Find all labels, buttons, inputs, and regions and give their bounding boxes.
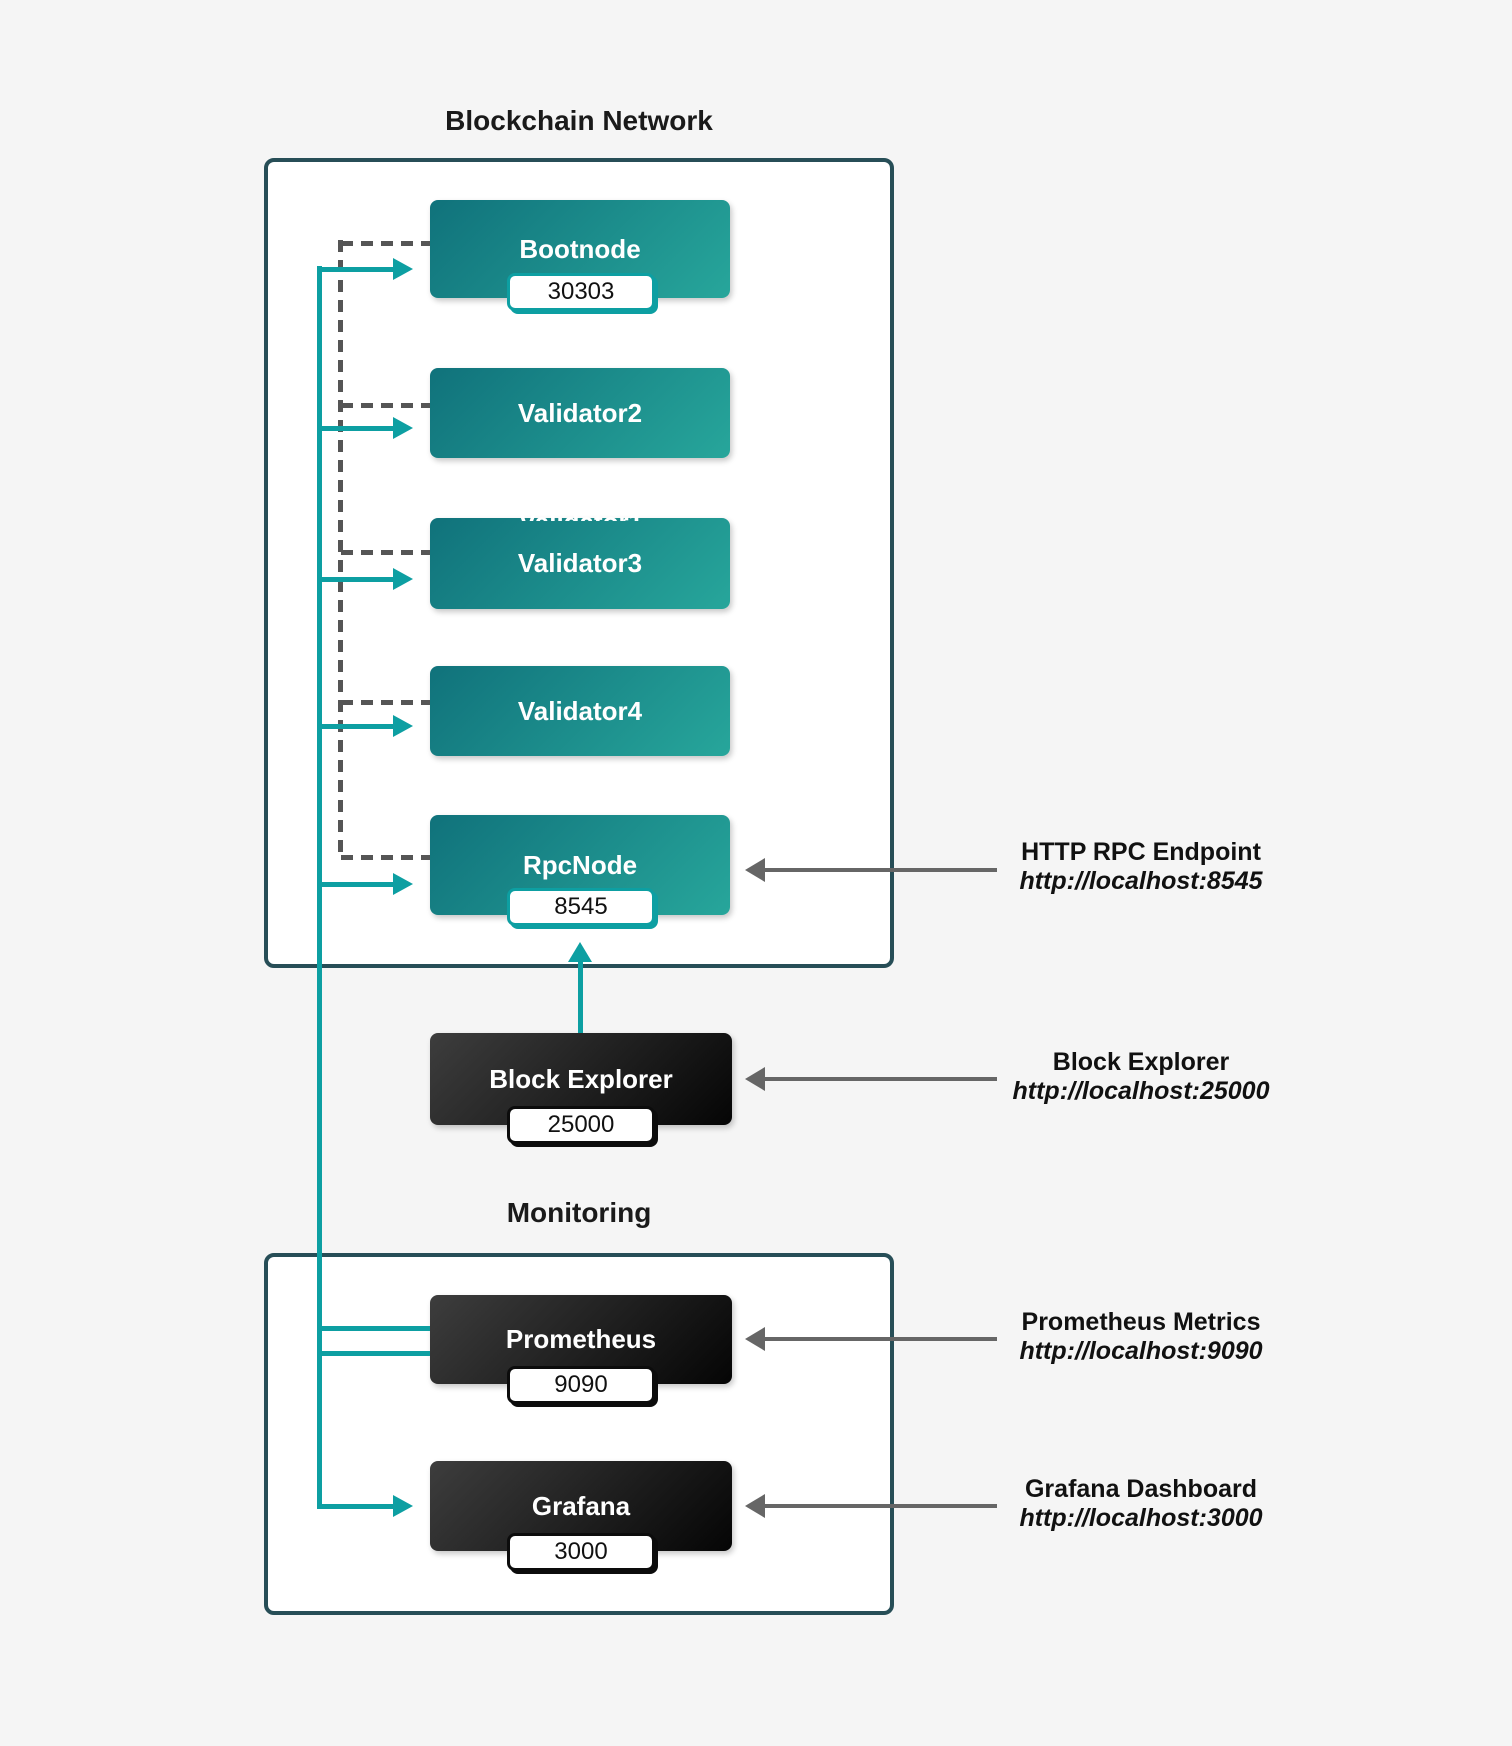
teal-branch-rpcnode (317, 882, 393, 887)
annotation-grafana: Grafana Dashboard http://localhost:3000 (966, 1475, 1316, 1533)
validator4-node: Validator4 (430, 666, 730, 756)
grafana-label: Grafana (531, 1490, 631, 1521)
bootnode-node: Bootnode (430, 200, 730, 298)
teal-arrowhead-validator2-icon (393, 417, 413, 439)
teal-branch-validator3 (317, 577, 393, 582)
validator1-hidden-label: Validator1 (516, 509, 646, 521)
teal-branch-prometheus-out (317, 1351, 430, 1356)
annotation-http-rpc-title: HTTP RPC Endpoint (1021, 838, 1261, 866)
teal-arrowhead-validator4-icon (393, 715, 413, 737)
dashed-branch-validator2 (341, 403, 430, 408)
annotation-grafana-url: http://localhost:3000 (1019, 1504, 1263, 1532)
dashed-connector-vertical (338, 240, 343, 860)
gray-arrow-line-grafana (765, 1504, 997, 1508)
bootnode-port-badge: 30303 (507, 273, 655, 311)
annotation-block-explorer-title: Block Explorer (1052, 1048, 1230, 1076)
gray-arrowhead-prometheus-icon (745, 1327, 765, 1351)
dashed-branch-validator4 (341, 700, 430, 705)
teal-branch-validator4 (317, 724, 393, 729)
grafana-port-badge: 3000 (507, 1533, 655, 1571)
teal-arrowhead-grafana-icon (393, 1495, 413, 1517)
teal-branch-bootnode (317, 267, 393, 272)
teal-branch-grafana (317, 1504, 393, 1509)
gray-arrowhead-rpc-icon (745, 858, 765, 882)
bootnode-label: Bootnode (519, 233, 641, 264)
rpcnode-label: RpcNode (522, 849, 638, 880)
annotation-http-rpc: HTTP RPC Endpoint http://localhost:8545 (966, 838, 1316, 896)
annotation-prometheus-title: Prometheus Metrics (1021, 1308, 1261, 1336)
validator2-label: Validator2 (517, 397, 643, 428)
teal-arrowhead-rpc-up-icon (568, 942, 592, 962)
rpcnode-port-badge: 8545 (507, 888, 655, 926)
teal-arrowhead-bootnode-icon (393, 258, 413, 280)
annotation-block-explorer-url: http://localhost:25000 (1012, 1077, 1270, 1105)
teal-arrowhead-validator3-icon (393, 568, 413, 590)
validator4-label: Validator4 (517, 695, 643, 726)
blockchain-network-title: Blockchain Network (445, 105, 713, 136)
gray-arrowhead-blockexplorer-icon (745, 1067, 765, 1091)
dashed-branch-rpcnode (341, 855, 430, 860)
block-explorer-label: Block Explorer (489, 1063, 673, 1094)
gray-arrow-line-prometheus (765, 1337, 997, 1341)
monitoring-title: Monitoring (506, 1197, 652, 1228)
annotation-block-explorer: Block Explorer http://localhost:25000 (966, 1048, 1316, 1106)
prometheus-label: Prometheus (505, 1324, 657, 1354)
annotation-http-rpc-url: http://localhost:8545 (1019, 867, 1263, 895)
validator2-node: Validator2 (430, 368, 730, 458)
dashed-branch-validator3 (341, 550, 430, 555)
gray-arrow-line-rpc (765, 868, 997, 872)
teal-arrowhead-rpcnode-icon (393, 873, 413, 895)
teal-branch-validator2 (317, 426, 393, 431)
annotation-prometheus: Prometheus Metrics http://localhost:9090 (966, 1308, 1316, 1366)
validator3-node: Validator3 (430, 518, 730, 609)
validator3-label: Validator3 (517, 548, 643, 578)
annotation-grafana-title: Grafana Dashboard (1024, 1475, 1257, 1503)
teal-connector-vertical (317, 266, 322, 1509)
gray-arrow-line-blockexplorer (765, 1077, 997, 1081)
teal-line-blockexplorer-to-rpcnode (578, 960, 583, 1033)
prometheus-port-badge: 9090 (507, 1366, 655, 1404)
dashed-branch-bootnode (341, 241, 430, 246)
annotation-prometheus-url: http://localhost:9090 (1019, 1337, 1263, 1365)
block-explorer-port-badge: 25000 (507, 1106, 655, 1144)
teal-branch-prometheus-in (317, 1326, 430, 1331)
gray-arrowhead-grafana-icon (745, 1494, 765, 1518)
